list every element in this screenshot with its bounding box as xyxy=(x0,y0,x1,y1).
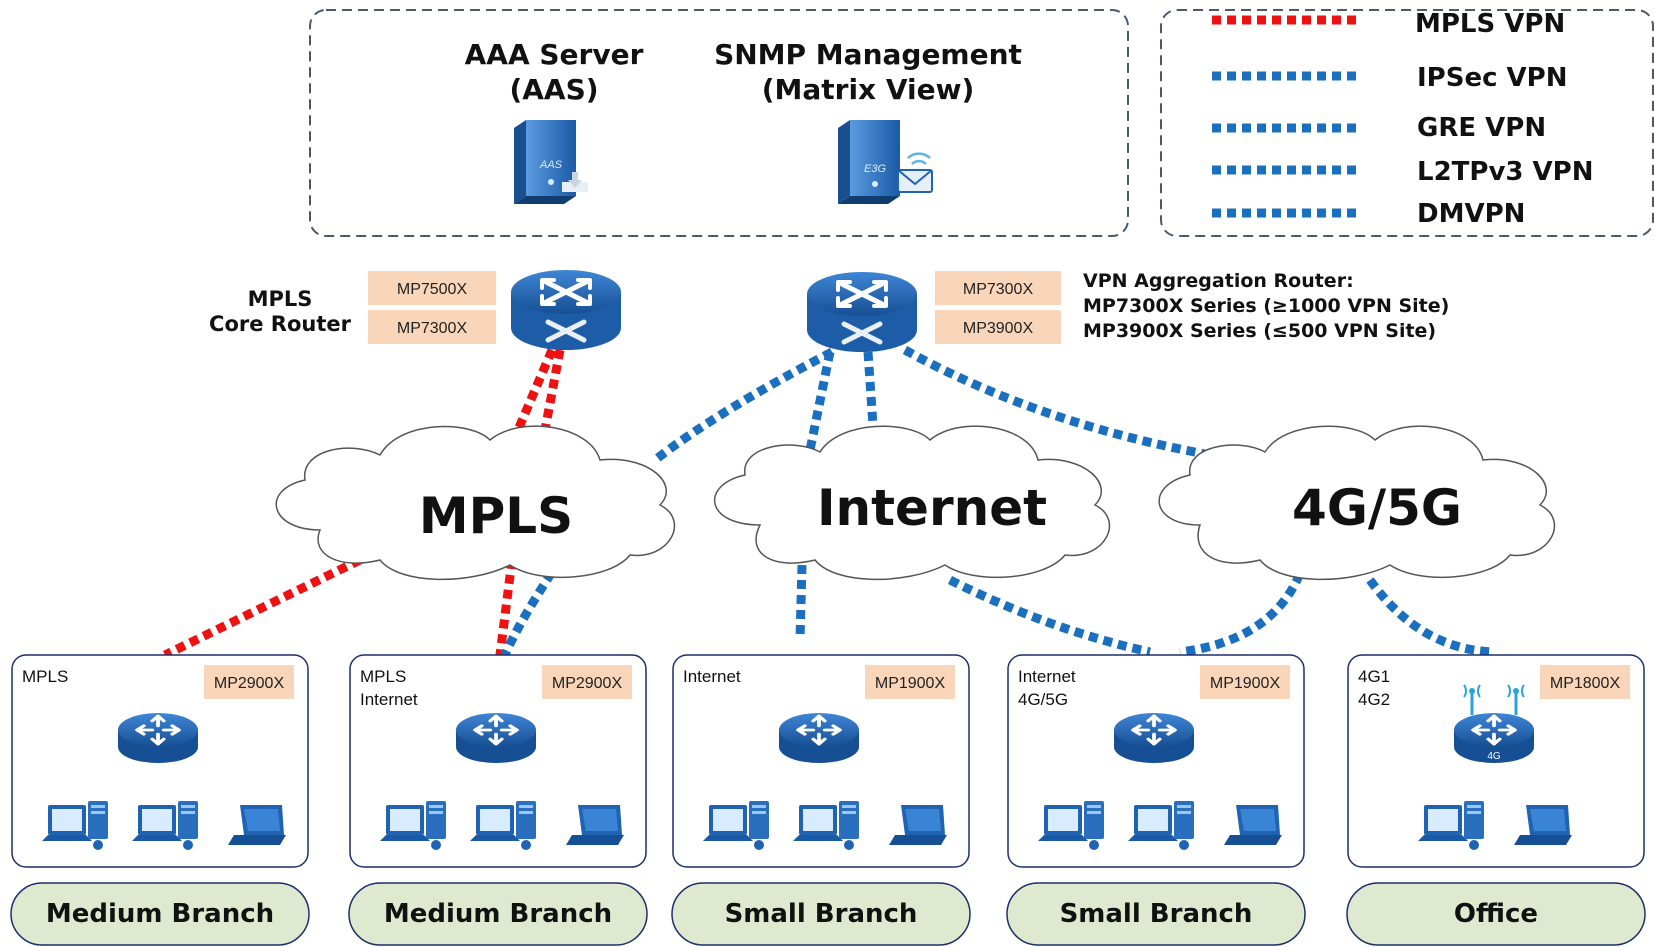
agg-desc-2: MP7300X Series (≥1000 VPN Site) xyxy=(1083,295,1449,317)
agg-model-tag-1 xyxy=(935,271,1061,305)
branch-router-icon xyxy=(1112,711,1196,765)
snmp-server-icon: E3G xyxy=(838,120,933,204)
agg-model-tag-2 xyxy=(935,310,1061,344)
branch-router-icon xyxy=(454,711,538,765)
branch-model-tag xyxy=(865,665,955,699)
agg-to-4g5g-line xyxy=(902,346,1241,465)
branch-model-tag xyxy=(1200,665,1290,699)
internet-to-branch4-line xyxy=(947,575,1151,657)
branch-router-icon xyxy=(777,711,861,765)
branch-model-tag xyxy=(1540,665,1630,699)
router-4g-tag: 4G xyxy=(1487,751,1501,762)
agg-model-tag-1-text: MP7300X xyxy=(963,281,1034,298)
branch-router-icon xyxy=(116,711,200,765)
mpls-to-branch2-vpn-line xyxy=(500,557,564,657)
internet-cloud: Internet xyxy=(714,425,1111,581)
branch-link-label: MPLS xyxy=(22,667,68,686)
legend-label-gre: GRE VPN xyxy=(1417,113,1546,143)
branch-model-text: MP1800X xyxy=(1550,675,1621,692)
legend-label-l2tpv3: L2TPv3 VPN xyxy=(1417,157,1593,187)
internet-cloud-label: Internet xyxy=(817,479,1047,537)
wireless-antenna-icon xyxy=(1463,684,1525,715)
legend-label-mpls: MPLS VPN xyxy=(1415,9,1565,39)
legend-label-dmvpn: DMVPN xyxy=(1417,199,1525,229)
branch-2: MPLS Internet MP2900X xyxy=(349,654,647,868)
branch-model-tag xyxy=(204,665,294,699)
branch-link-label: 4G/5G xyxy=(1018,690,1068,709)
agg-model-tag-2-text: MP3900X xyxy=(963,320,1034,337)
branches: MPLS MP2900X Medium Branch MPLS Internet MP29… xyxy=(10,654,1646,946)
internet-to-branch3-line xyxy=(795,564,807,641)
core-model-tag-1-text: MP7500X xyxy=(397,281,468,298)
branch-name-text: Medium Branch xyxy=(384,899,612,929)
branch-model-text: MP1900X xyxy=(1210,675,1281,692)
branch-name-text: Office xyxy=(1454,899,1538,929)
4g5g-cloud-label: 4G/5G xyxy=(1292,479,1462,537)
agg-desc-3: MP3900X Series (≤500 VPN Site) xyxy=(1083,320,1436,342)
agg-to-internet-line-1 xyxy=(805,351,835,451)
core-to-mpls-line-2 xyxy=(540,349,565,431)
branch-1: MPLS MP2900X xyxy=(11,654,309,868)
aas-icon-text: AAS xyxy=(539,159,563,171)
4g5g-to-office-line xyxy=(1366,577,1496,657)
aaa-server-subtitle: (AAS) xyxy=(509,73,598,106)
aaa-server-icon: AAS xyxy=(514,120,588,204)
branch-name-pill: Medium Branch xyxy=(348,882,648,946)
branch-model-text: MP1900X xyxy=(875,675,946,692)
branch-name-text: Medium Branch xyxy=(46,899,274,929)
branch-name-text: Small Branch xyxy=(725,899,918,929)
branch-3: Internet MP1900X xyxy=(672,654,970,868)
core-model-tag-2-text: MP7300X xyxy=(397,320,468,337)
branch-model-tag xyxy=(542,665,632,699)
core-model-tag-1 xyxy=(368,271,496,305)
branch-link-label: 4G1 xyxy=(1358,667,1390,686)
branch-name-text: Small Branch xyxy=(1060,899,1253,929)
mpls-to-branch1-line xyxy=(163,555,362,660)
core-router-label-1: MPLS xyxy=(248,287,313,311)
core-model-tag-2 xyxy=(368,310,496,344)
legend-label-ipsec: IPSec VPN xyxy=(1417,63,1568,93)
branch-router-icon: 4G xyxy=(1452,684,1536,765)
branch-4: Internet 4G/5G MP1900X xyxy=(1007,654,1305,868)
branch-model-text: MP2900X xyxy=(552,675,623,692)
snmp-title: SNMP Management xyxy=(714,38,1022,71)
aaa-server-title: AAA Server xyxy=(465,38,644,71)
vpn-aggregation-router-icon xyxy=(807,272,917,352)
branch-name-pill: Medium Branch xyxy=(10,882,310,946)
mpls-to-branch2-line xyxy=(495,559,517,656)
core-router-label-2: Core Router xyxy=(209,312,352,336)
mpls-cloud: MPLS xyxy=(275,425,676,581)
branch-model-text: MP2900X xyxy=(214,675,285,692)
mpls-core-router-icon xyxy=(511,270,621,350)
mpls-cloud-label: MPLS xyxy=(419,487,573,545)
agg-desc-1: VPN Aggregation Router: xyxy=(1083,270,1354,292)
legend-box xyxy=(1160,9,1654,237)
snmp-subtitle: (Matrix View) xyxy=(762,73,975,106)
branch-link-label: Internet xyxy=(1018,667,1076,686)
agg-to-mpls-line xyxy=(652,348,835,464)
4g5g-cloud: 4G/5G xyxy=(1158,425,1556,581)
core-to-mpls-line-1 xyxy=(513,348,557,432)
branch-link-label: MPLS xyxy=(360,667,406,686)
branch-name-pill: Office xyxy=(1346,882,1646,946)
branch-name-pill: Small Branch xyxy=(671,882,971,946)
branch-link-label: Internet xyxy=(360,690,418,709)
e3g-icon-text: E3G xyxy=(864,163,886,175)
branch-link-label: 4G2 xyxy=(1358,690,1390,709)
legend: MPLS VPN IPSec VPN GRE VPN L2TPv3 VPN DM… xyxy=(1212,9,1593,229)
branch-name-pill: Small Branch xyxy=(1006,882,1306,946)
management-box xyxy=(309,9,1129,237)
branch-5: 4G1 4G2 MP1800X 4G xyxy=(1347,654,1645,868)
branch-link-label: Internet xyxy=(683,667,741,686)
